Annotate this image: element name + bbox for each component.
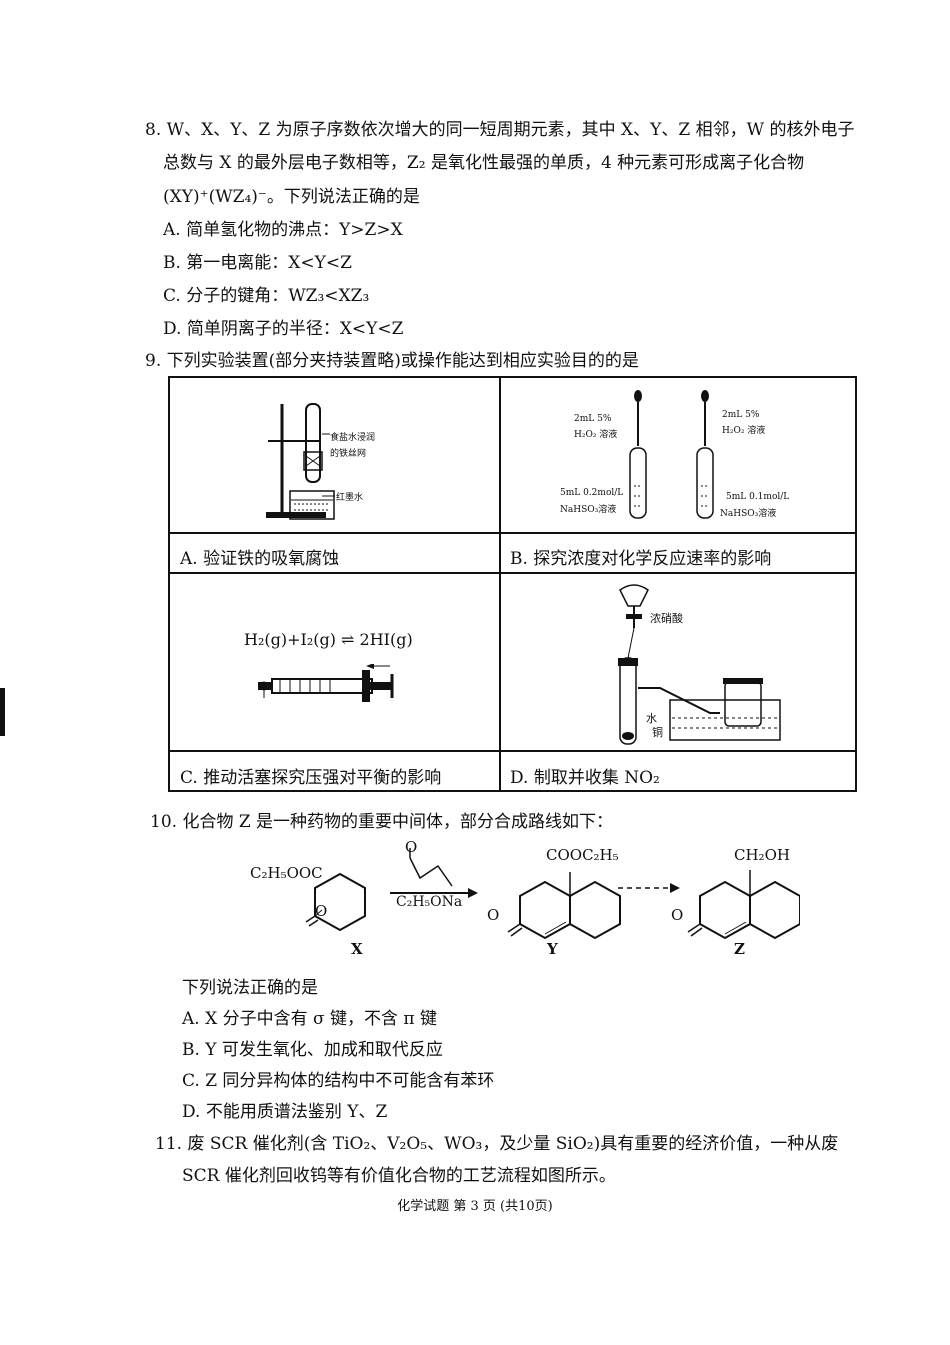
q8-option-c: C. 分子的键角：WZ₃<XZ₃ (163, 286, 370, 306)
table-divider (170, 532, 855, 534)
q8-line3: (XY)⁺(WZ₄)⁻。下列说法正确的是 (163, 187, 420, 207)
label-x: X (351, 940, 363, 958)
q11-line2: SCR 催化剂回收钨等有价值化合物的工艺流程如图所示。 (182, 1166, 616, 1186)
synthesis-route (305, 848, 800, 940)
q9-caption-a: A. 验证铁的吸氧腐蚀 (180, 549, 340, 569)
z-substituent: CH₂OH (734, 846, 790, 864)
q10-option-a: A. X 分子中含有 σ 键，不含 π 键 (182, 1009, 437, 1029)
label-conc-nitric-acid: 浓硝酸 (650, 612, 683, 625)
label-red-ink: 红墨水 (336, 493, 364, 503)
no2-generation-apparatus (618, 584, 781, 745)
q11-line1: 11. 废 SCR 催化剂(含 TiO₂、V₂O₅、WO₃，及少量 SiO₂)具… (155, 1134, 839, 1154)
label-copper: 铜 (652, 726, 663, 739)
label-z: Z (734, 940, 745, 958)
scan-margin-mark (0, 688, 5, 736)
b-left-label-4: NaHSO₃溶液 (560, 505, 617, 515)
test-tubes-apparatus (629, 390, 714, 519)
iron-corrosion-apparatus (266, 403, 335, 520)
reagent-label: C₂H₅ONa (396, 894, 463, 910)
q10-option-d: D. 不能用质谱法鉴别 Y、Z (182, 1102, 388, 1122)
b-left-label-2: H₂O₂ 溶液 (574, 430, 618, 440)
q9-caption-c: C. 推动活塞探究压强对平衡的影响 (180, 768, 442, 788)
table-divider (170, 572, 855, 574)
label-wire-mesh-2: 的铁丝网 (330, 449, 367, 459)
y-oxygen: O (487, 906, 500, 924)
table-divider (170, 750, 855, 752)
x-oxygen: O (315, 902, 328, 920)
x-substituent: C₂H₅OOC (250, 864, 323, 882)
q10-intro: 下列说法正确的是 (182, 978, 318, 998)
label-y: Y (547, 940, 558, 958)
b-right-label-4: NaHSO₃溶液 (720, 509, 777, 519)
z-oxygen: O (671, 906, 684, 924)
q9-caption-b: B. 探究浓度对化学反应速率的影响 (510, 549, 772, 569)
b-left-label-1: 2mL 5% (574, 414, 612, 424)
q8-option-a: A. 简单氢化物的沸点：Y>Z>X (163, 220, 403, 240)
b-right-label-3: 5mL 0.1mol/L (726, 492, 790, 502)
b-right-label-2: H₂O₂ 溶液 (722, 426, 766, 436)
q9-stem: 9. 下列实验装置(部分夹持装置略)或操作能达到相应实验目的的是 (145, 351, 639, 371)
q8-line1: 8. W、X、Y、Z 为原子序数依次增大的同一短周期元素，其中 X、Y、Z 相邻… (145, 120, 855, 140)
c-equation: H₂(g)+I₂(g) ⇌ 2HI(g) (244, 630, 413, 649)
q8-option-b: B. 第一电离能：X<Y<Z (163, 253, 352, 273)
syringe-apparatus (258, 664, 394, 702)
table-divider-vertical (499, 378, 501, 790)
label-water: 水 (646, 712, 657, 725)
b-right-label-1: 2mL 5% (722, 410, 760, 420)
enone-oxygen: O (405, 838, 418, 856)
q9-caption-d: D. 制取并收集 NO₂ (510, 768, 660, 788)
q8-option-d: D. 简单阴离子的半径：X<Y<Z (163, 319, 404, 339)
q10-stem: 10. 化合物 Z 是一种药物的重要中间体，部分合成路线如下： (150, 812, 614, 832)
q9-apparatus-table: 食盐水浸润 的铁丝网 红墨水 A. 验证铁的吸氧腐蚀 2mL 5% H₂O₂ 溶… (168, 376, 857, 792)
y-substituent: COOC₂H₅ (546, 846, 619, 864)
b-left-label-3: 5mL 0.2mol/L (560, 488, 624, 498)
label-wire-mesh-1: 食盐水浸润 (330, 433, 376, 443)
q10-option-b: B. Y 可发生氧化、加成和取代反应 (182, 1040, 443, 1060)
page-footer: 化学试题 第 3 页 (共10页) (397, 1199, 553, 1214)
q8-line2: 总数与 X 的最外层电子数相等，Z₂ 是氧化性最强的单质，4 种元素可形成离子化… (163, 153, 805, 173)
q10-option-c: C. Z 同分异构体的结构中不可能含有苯环 (182, 1071, 495, 1091)
